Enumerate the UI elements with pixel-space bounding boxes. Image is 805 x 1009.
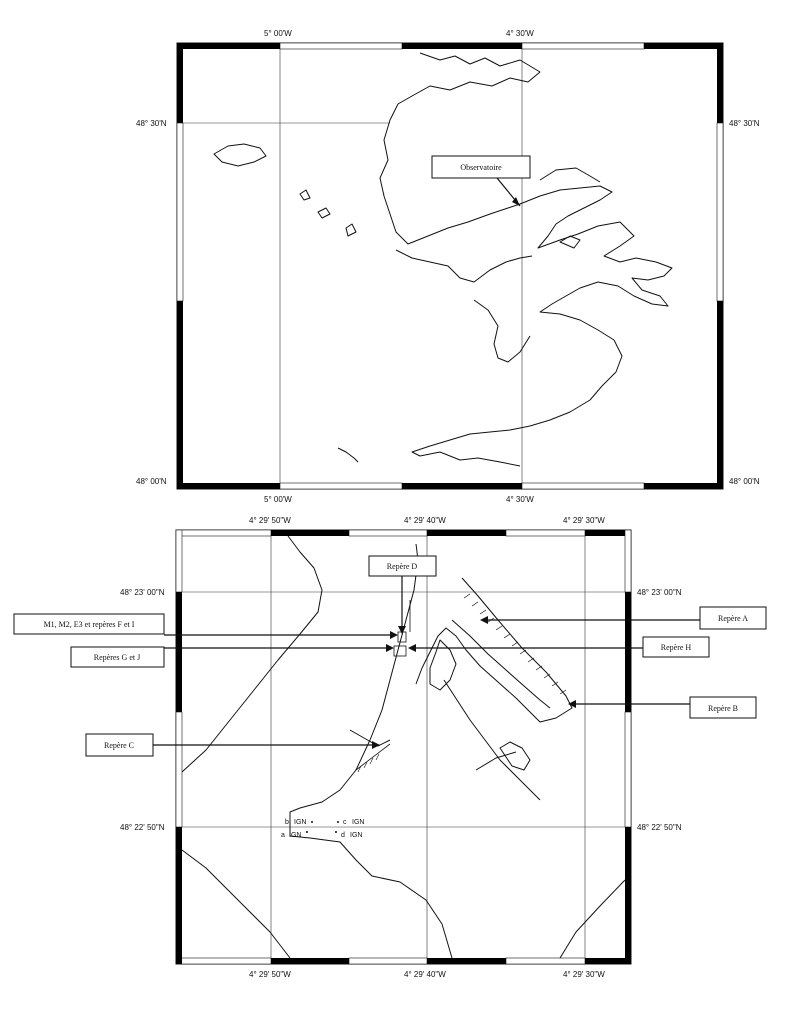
repere-c-arrowhead bbox=[372, 741, 380, 749]
bottom-lon-top-3: 4° 29' 30"W bbox=[563, 516, 605, 525]
repere-c-label: Repère C bbox=[104, 741, 134, 750]
top-map-frame bbox=[176, 42, 724, 490]
top-lon-tick-1: 5° 00'W bbox=[264, 29, 292, 38]
m1-arrowhead bbox=[390, 631, 398, 639]
repere-b-arrowhead bbox=[568, 700, 576, 708]
ign-c-point bbox=[337, 821, 339, 823]
ign-c-letter: c bbox=[343, 819, 347, 826]
top-lon-tick-bottom-2: 4° 30'W bbox=[506, 495, 534, 504]
repere-h-label: Repère H bbox=[661, 643, 692, 652]
ign-d-label: IGN bbox=[350, 832, 362, 839]
reperes-gj-box bbox=[70, 646, 165, 668]
reperes-gj-label: Repères G et J bbox=[94, 653, 140, 662]
top-lat-tick-left-2: 48° 00'N bbox=[136, 477, 167, 486]
ign-c-label: IGN bbox=[352, 819, 364, 826]
bottom-map-border-bars bbox=[175, 529, 632, 965]
bottom-lon-top-2: 4° 29' 40"W bbox=[404, 516, 446, 525]
repere-h-arrowhead bbox=[408, 644, 416, 652]
top-coastline bbox=[213, 52, 673, 467]
repere-b-box bbox=[689, 696, 757, 719]
ign-points: b IGN c IGN a IGN d IGN bbox=[281, 819, 364, 839]
bottom-lat-right-1: 48° 23' 00"N bbox=[637, 588, 682, 597]
bottom-lon-top-1: 4° 29' 50"W bbox=[249, 516, 291, 525]
m1-box bbox=[13, 613, 165, 635]
top-lat-tick-right-1: 48° 30'N bbox=[729, 119, 760, 128]
repere-d-arrowhead bbox=[398, 626, 406, 634]
observatoire-callout-label: Observatoire bbox=[460, 163, 502, 172]
top-lon-tick-2: 4° 30'W bbox=[506, 29, 534, 38]
bottom-lon-bottom-3: 4° 29' 30"W bbox=[563, 970, 605, 979]
bottom-map-features bbox=[181, 535, 626, 959]
ign-a-letter: a bbox=[281, 832, 285, 839]
top-lon-tick-bottom-1: 5° 00'W bbox=[264, 495, 292, 504]
ign-b-label: IGN bbox=[294, 819, 306, 826]
repere-a-label: Repère A bbox=[718, 614, 748, 623]
repere-a-box bbox=[699, 606, 767, 630]
ign-a-point bbox=[306, 831, 308, 833]
observatoire-arrowhead bbox=[512, 197, 520, 206]
bottom-lat-right-2: 48° 22' 50"N bbox=[637, 823, 682, 832]
bottom-map-frame bbox=[175, 529, 632, 965]
ign-d-letter: d bbox=[341, 832, 345, 839]
bottom-lat-left-2: 48° 22' 50"N bbox=[120, 823, 165, 832]
bottom-map: 4° 29' 50"W 4° 29' 40"W 4° 29' 30"W 4° 2… bbox=[13, 516, 767, 979]
m1-label: M1, M2, E3 et repères F et I bbox=[44, 620, 135, 629]
top-map: 5° 00'W 4° 30'W 5° 00'W 4° 30'W 48° 30'N… bbox=[136, 29, 760, 504]
bottom-lat-left-1: 48° 23' 00"N bbox=[120, 588, 165, 597]
ign-d-point bbox=[335, 831, 337, 833]
repere-b-label: Repère B bbox=[708, 704, 738, 713]
reperes-gj-arrowhead bbox=[386, 644, 394, 652]
top-lat-tick-right-2: 48° 00'N bbox=[729, 477, 760, 486]
repere-d-label: Repère D bbox=[387, 562, 418, 571]
observatoire-callout-box bbox=[431, 155, 531, 179]
repere-h-box bbox=[642, 636, 710, 658]
ign-b-point bbox=[311, 821, 313, 823]
repere-a-arrowhead bbox=[480, 616, 488, 624]
bottom-lon-bottom-1: 4° 29' 50"W bbox=[249, 970, 291, 979]
bottom-lon-bottom-2: 4° 29' 40"W bbox=[404, 970, 446, 979]
top-lat-tick-left-1: 48° 30'N bbox=[136, 119, 167, 128]
ign-a-label: IGN bbox=[289, 832, 301, 839]
ign-b-letter: b bbox=[285, 819, 289, 826]
top-map-border-bars bbox=[176, 42, 724, 490]
